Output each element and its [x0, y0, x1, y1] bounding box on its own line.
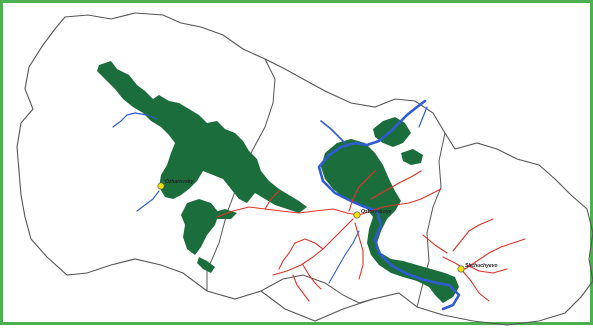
settlement-marker-center: [353, 211, 361, 219]
road-east-2: [460, 268, 490, 302]
river-tributary-west: [112, 112, 158, 128]
road-west-spur: [264, 190, 280, 210]
river-tributary-north: [320, 120, 346, 144]
settlement-west: Ozharovsky: [157, 179, 194, 190]
settlement-label-center: Ostrovskoye: [361, 209, 392, 215]
river-tributary-northeast: [418, 106, 428, 128]
river-tributary-southwest: [136, 190, 160, 212]
road-network: [216, 170, 526, 302]
road-northeast: [370, 170, 422, 200]
river-network: [112, 99, 461, 311]
road-east-5: [422, 234, 448, 254]
settlement-marker-east: [457, 265, 465, 273]
settlement-center: Ostrovskoye: [353, 209, 392, 219]
road-east-3: [452, 218, 494, 252]
road-east-1: [442, 238, 526, 270]
settlement-label-west: Ozharovsky: [165, 179, 194, 185]
road-north: [348, 170, 376, 212]
district-boundary-south: [260, 274, 374, 304]
road-southwest-2: [278, 238, 324, 270]
road-south: [354, 222, 364, 280]
settlement-label-east: Shchuchyevo: [465, 263, 498, 269]
road-east-west: [216, 188, 442, 218]
river-tributary-south: [328, 230, 360, 284]
settlement-east: Shchuchyevo: [457, 263, 498, 273]
road-east-4: [466, 264, 508, 274]
road-southwest-3: [302, 264, 322, 290]
map-canvas: Ozharovsky Ostrovskoye Shchuchyevo: [16, 12, 593, 326]
road-southwest-4: [292, 274, 310, 302]
river-main: [317, 99, 461, 311]
forest-area-west: [97, 61, 307, 273]
road-southwest-1: [272, 218, 354, 276]
settlement-marker-west: [157, 182, 165, 190]
region-boundary: [16, 12, 593, 326]
